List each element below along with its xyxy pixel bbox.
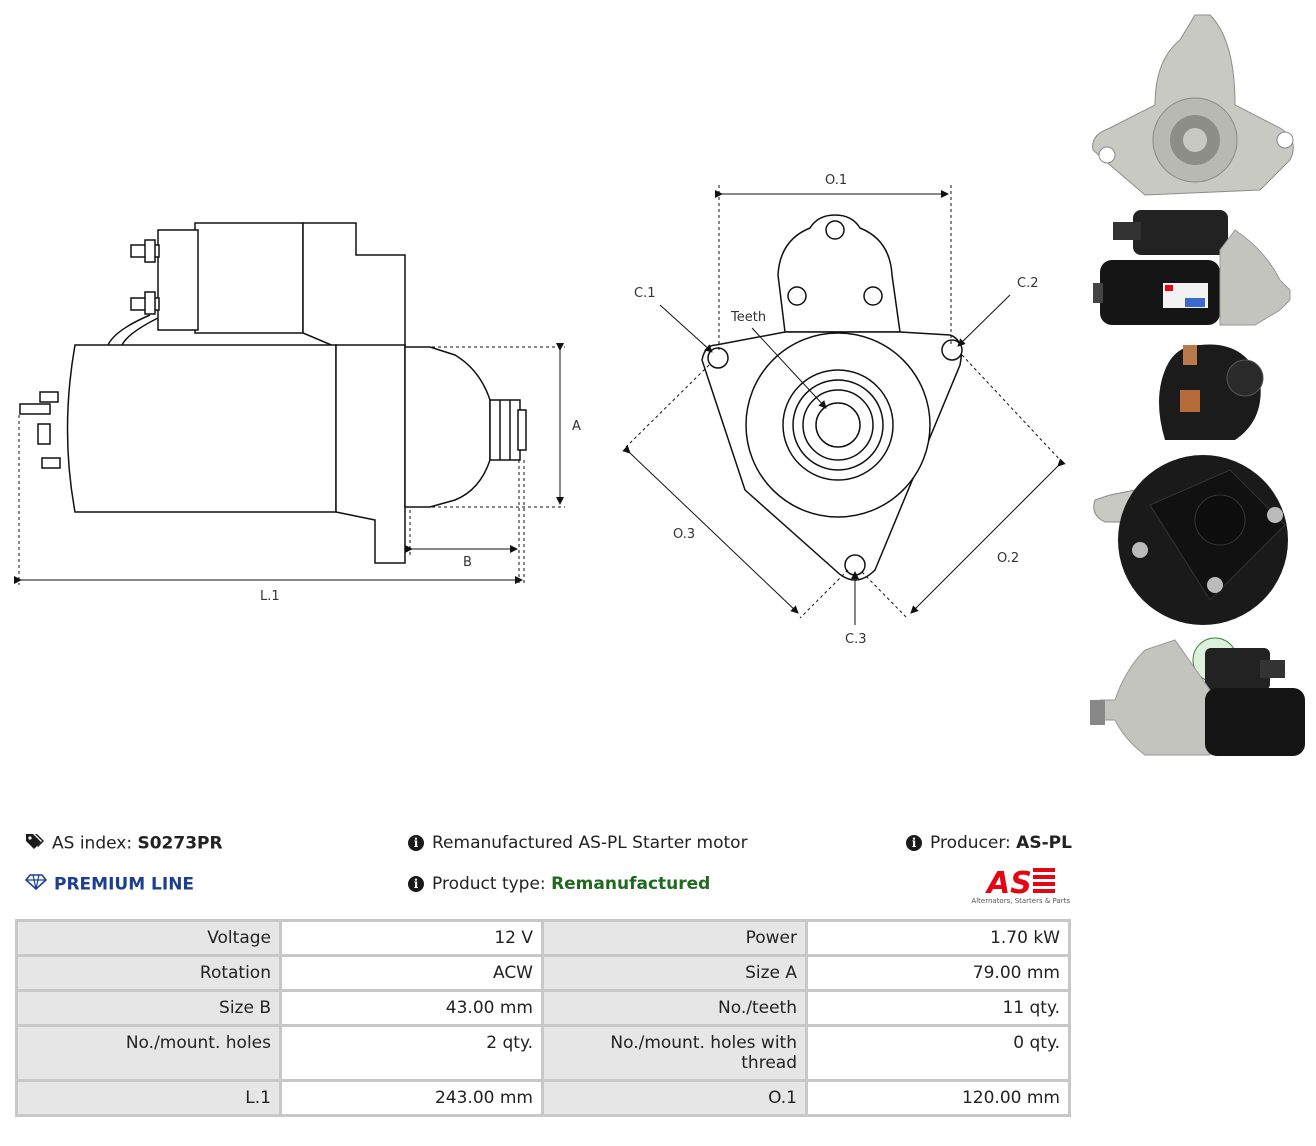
spec-value: 11 qty. [805, 989, 1071, 1027]
specs-table: Voltage 12 V Power 1.70 kW Rotation ACW … [15, 919, 1071, 1117]
product-photos [1090, 14, 1305, 756]
premium-line: PREMIUM LINE [24, 874, 195, 895]
spec-value: 12 V [279, 919, 544, 957]
table-row: L.1 243.00 mm O.1 120.00 mm [15, 1079, 1071, 1117]
dim-l1-label: L.1 [260, 589, 280, 604]
front-view-dimensions [622, 185, 1066, 625]
info-icon: i [408, 835, 424, 851]
spec-value: 2 qty. [279, 1024, 544, 1082]
table-row: Voltage 12 V Power 1.70 kW [15, 919, 1071, 957]
logo-caption: Alternators, Starters & Parts [971, 897, 1070, 905]
hole-c2-label: C.2 [1017, 276, 1038, 291]
as-index-line: AS index: S0273PR [25, 833, 223, 854]
product-type-line: i Product type: Remanufactured [408, 874, 710, 894]
spec-value: ACW [279, 954, 544, 992]
producer-label: Producer: [930, 833, 1011, 853]
table-row: No./mount. holes 2 qty. No./mount. holes… [15, 1024, 1071, 1082]
info-icon: i [906, 835, 922, 851]
product-type-label: Product type: [432, 874, 546, 894]
as-index-label: AS index: [52, 833, 133, 854]
description-text: Remanufactured AS-PL Starter motor [432, 833, 748, 853]
dim-a-label: A [572, 419, 581, 434]
product-photo-front [1092, 14, 1294, 196]
description-line: i Remanufactured AS-PL Starter motor [408, 833, 748, 853]
spec-key: L.1 [15, 1079, 282, 1117]
product-photo-top [1093, 210, 1291, 326]
product-type-value: Remanufactured [551, 874, 711, 894]
spec-key: Size A [541, 954, 808, 992]
spec-value: 1.70 kW [805, 919, 1071, 957]
spec-value: 243.00 mm [279, 1079, 544, 1117]
spec-value: 0 qty. [805, 1024, 1071, 1082]
as-pl-logo: AS [985, 866, 1055, 901]
spec-value: 120.00 mm [805, 1079, 1071, 1117]
table-row: Rotation ACW Size A 79.00 mm [15, 954, 1071, 992]
spec-value: 43.00 mm [279, 989, 544, 1027]
hole-c1-label: C.1 [634, 286, 655, 301]
spec-key: Voltage [15, 919, 282, 957]
logo-text: AS [985, 866, 1032, 901]
info-icon: i [408, 876, 424, 892]
table-row: Size B 43.00 mm No./teeth 11 qty. [15, 989, 1071, 1027]
spec-key: Rotation [15, 954, 282, 992]
hole-c3-label: C.3 [845, 632, 866, 647]
tags-icon [25, 833, 45, 854]
spec-key: Size B [15, 989, 282, 1027]
spec-value: 79.00 mm [805, 954, 1071, 992]
producer-value: AS-PL [1016, 833, 1072, 853]
dim-o2-label: O.2 [997, 551, 1019, 566]
dim-o1-label: O.1 [825, 173, 847, 188]
spec-key: No./teeth [541, 989, 808, 1027]
teeth-label: Teeth [730, 310, 766, 325]
premium-line-label: PREMIUM LINE [54, 874, 195, 895]
side-view-drawing [19, 222, 527, 564]
spec-key: No./mount. holes [15, 1024, 282, 1082]
product-photo-rear [1093, 344, 1288, 625]
diamond-icon [24, 874, 48, 895]
producer-line: i Producer: AS-PL [906, 833, 1072, 853]
spec-key: No./mount. holes with thread [541, 1024, 808, 1082]
front-view-drawing [701, 214, 963, 581]
product-photo-side [1090, 637, 1305, 756]
technical-drawings: A B L.1 O.1 O.2 O.3 C.1 C.2 C.3 Teet [14, 173, 1066, 647]
dim-b-label: B [463, 555, 472, 570]
spec-key: O.1 [541, 1079, 808, 1117]
spec-key: Power [541, 919, 808, 957]
as-index-value: S0273PR [137, 833, 223, 854]
dim-o3-label: O.3 [673, 527, 695, 542]
side-view-dimensions [14, 343, 565, 585]
